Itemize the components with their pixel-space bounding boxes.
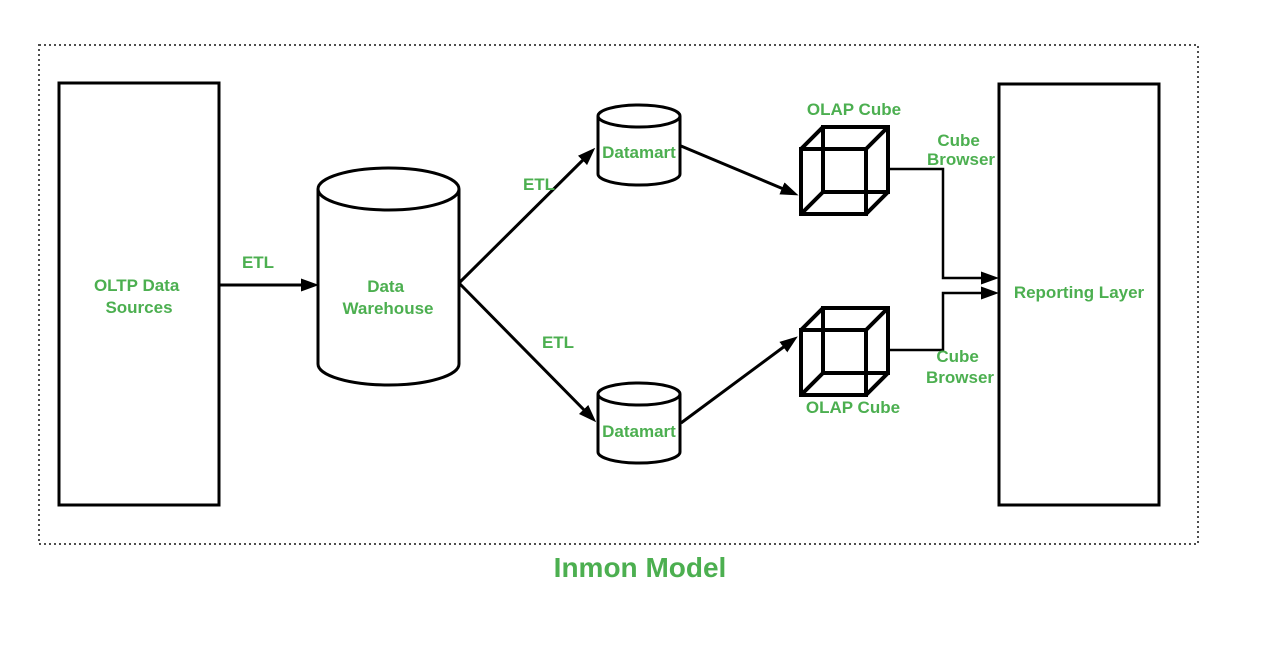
- olap-cube-top: [799, 125, 890, 216]
- oltp-data-sources-label: OLTP Data Sources: [94, 276, 184, 317]
- diagram-dotted-border: [38, 44, 1199, 545]
- reporting-layer-label: Reporting Layer: [1014, 283, 1145, 302]
- etl-label-warehouse-to-datamart-top: ETL: [523, 175, 555, 194]
- cube-browser-bottom-label: Cube Browser: [926, 347, 994, 387]
- cube-browser-top-label: Cube Browser: [927, 131, 995, 169]
- diagram-title: Inmon Model: [554, 552, 727, 583]
- arrow-cube-top-to-reporting: [888, 167, 999, 285]
- datamart-top-label: Datamart: [602, 143, 676, 162]
- data-warehouse-label: Data Warehouse: [342, 277, 433, 318]
- arrow-warehouse-to-datamart-top: [457, 147, 596, 285]
- olap-cube-bottom-label: OLAP Cube: [806, 398, 900, 417]
- olap-cube-top-label: OLAP Cube: [807, 100, 901, 119]
- datamart-bottom-label: Datamart: [602, 422, 676, 441]
- arrow-datamart-bottom-to-cube: [680, 336, 798, 425]
- datamart-bottom-cylinder: [596, 381, 682, 465]
- datamart-top-cylinder: [596, 103, 682, 187]
- olap-cube-bottom: [799, 306, 890, 397]
- arrow-datamart-top-to-cube: [680, 144, 799, 196]
- reporting-layer-box: [997, 82, 1161, 507]
- data-warehouse-cylinder: [316, 166, 461, 387]
- arrow-warehouse-to-datamart-bottom: [457, 281, 597, 423]
- oltp-data-sources-box: [57, 81, 221, 507]
- etl-label-warehouse-to-datamart-bottom: ETL: [542, 333, 574, 352]
- etl-label-oltp-to-warehouse: ETL: [242, 253, 274, 272]
- arrow-cube-bottom-to-reporting: [888, 286, 999, 352]
